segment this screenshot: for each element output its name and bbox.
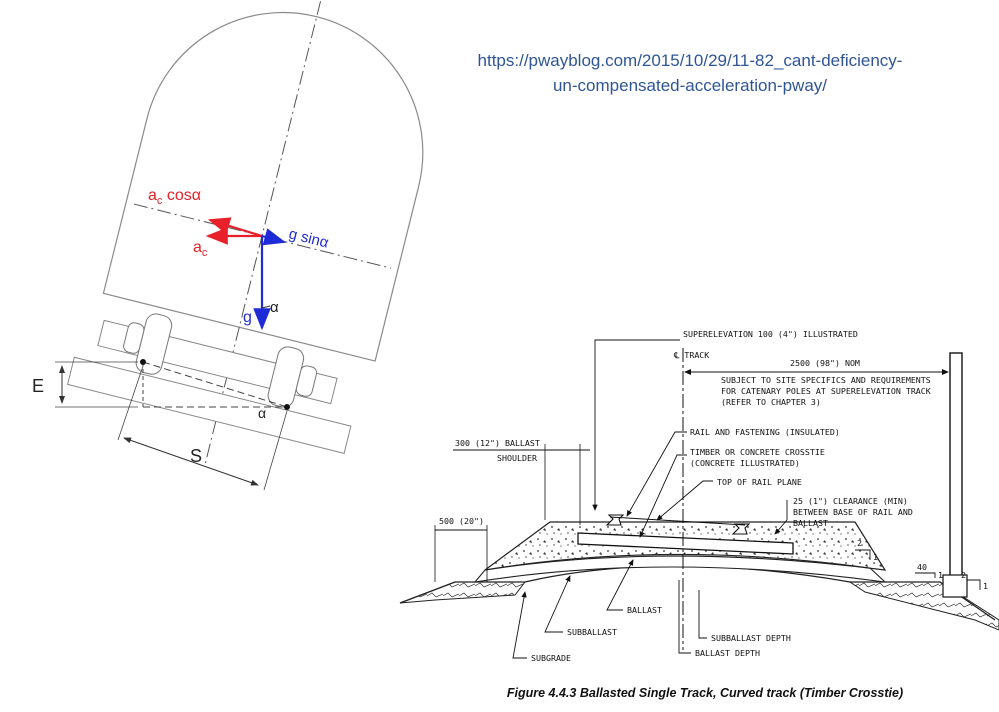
slope-mark-ballast [855,549,871,560]
g-sin-arrow [261,228,287,246]
leader-rail-fastening [626,431,687,517]
contact-line [142,361,288,408]
label-crosstie-2: (CONCRETE ILLUSTRATED) [690,458,800,468]
right-wheel-hub [295,365,318,397]
label-subject-2: FOR CATENARY POLES AT SUPERELEVATION TRA… [721,386,931,396]
alpha-top-label: α [270,299,279,316]
catenary-pole [949,352,963,589]
track-cross-section: SUPERELEVATION 100 (4") ILLUSTRATED ℄ TR… [399,329,999,663]
top-of-rail-plane [609,516,746,526]
leader-subballast [544,575,571,633]
subgrade-right [848,581,999,631]
label-slope-1b: 1 [938,570,943,580]
label-ballast-shoulder-2: SHOULDER [497,453,537,463]
leader-ballast [606,559,634,611]
label-subballast: SUBBALLAST [567,627,617,637]
label-slope-1: 1 [873,552,878,562]
right-rail [731,523,751,535]
label-clearance-3: BALLAST [793,518,828,528]
leader-subgrade [512,591,527,659]
s-ext-left [117,365,144,441]
label-clearance-2: BETWEEN BASE OF RAIL AND [793,507,913,517]
label-subgrade: SUBGRADE [531,653,571,663]
label-superelevation: SUPERELEVATION 100 (4") ILLUSTRATED [683,329,858,339]
ac-cos-arrow [207,217,263,238]
s-ext-right [263,410,288,491]
label-slope-1c: 1 [983,581,988,591]
label-clearance-1: 25 (1") CLEARANCE (MIN) [793,496,908,506]
slope-mark-pole [967,579,981,590]
left-contact-point [140,359,146,365]
label-subballast-depth: SUBBALLAST DEPTH [711,633,791,643]
leader-ballast-depth [678,580,691,654]
subgrade-left [399,581,527,604]
label-crosstie-1: TIMBER OR CONCRETE CROSSTIE [690,447,825,457]
right-contact-point [284,404,290,410]
label-slope-2b: 2 [961,570,966,580]
label-slope-2: 2 [857,538,862,548]
source-url[interactable]: https://pwayblog.com/2015/10/29/11-82_ca… [440,48,940,98]
label-ballast-shoulder-1: 300 (12") BALLAST [455,438,540,448]
source-url-line-2[interactable]: un-compensated-acceleration-pway/ [552,76,828,95]
rail-bar [66,356,352,454]
cant-deficiency-diagram: α E S ac cosα ac g sinα g α [32,0,424,491]
wheelset [66,313,352,454]
ac-cos-label: ac cosα [148,187,201,207]
car-body-outline [102,11,424,362]
label-slope-40: 40 [917,562,927,572]
pole-footing [942,574,968,598]
s-label: S [190,446,202,466]
label-track: ℄ TRACK [673,350,709,360]
label-top-rail: TOP OF RAIL PLANE [717,477,802,487]
label-rail-fastening: RAIL AND FASTENING (INSULATED) [690,427,840,437]
leader-superelevation [592,339,680,511]
label-subject-3: (REFER TO CHAPTER 3) [721,397,821,407]
label-ballast-depth: BALLAST DEPTH [695,648,760,658]
alpha-tick [261,305,271,309]
s-dim-line [123,437,259,486]
alpha-bottom-label: α [258,405,266,421]
leader-clearance [774,500,788,535]
g-label: g [243,309,252,326]
figure-caption: Figure 4.4.3 Ballasted Single Track, Cur… [506,686,904,700]
slope-mark-40 [915,572,936,578]
ac-label: ac [193,239,208,259]
leader-crosstie [639,454,687,538]
label-nom: 2500 (98") NOM [790,358,860,368]
e-label: E [32,376,44,396]
source-url-line-1[interactable]: https://pwayblog.com/2015/10/29/11-82_ca… [477,51,903,70]
label-subject-1: SUBJECT TO SITE SPECIFICS AND REQUIREMEN… [721,375,931,385]
left-rail [605,514,625,526]
crosstie [577,532,794,555]
leader-top-rail [656,480,713,521]
car-centerline [204,0,327,464]
leader-subballast-depth [698,590,707,639]
left-wheel-hub [123,322,145,354]
label-ballast: BALLAST [627,605,662,615]
label-dim-500: 500 (20") [439,516,484,526]
